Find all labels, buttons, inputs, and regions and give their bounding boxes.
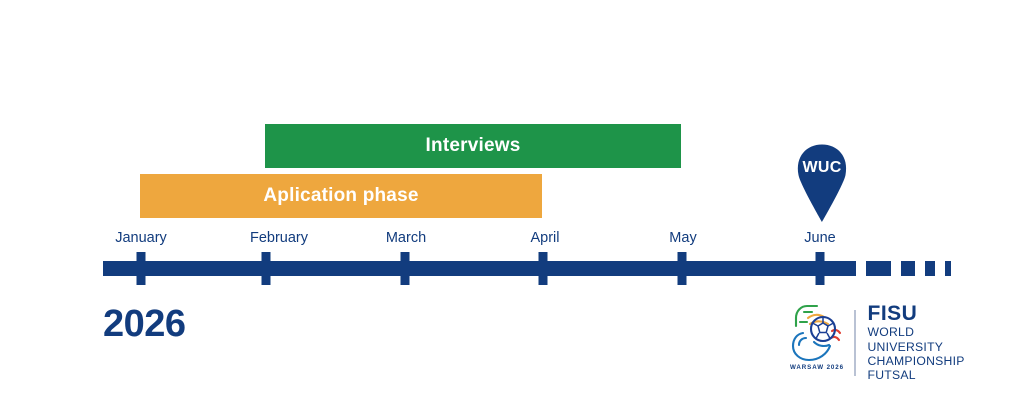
axis-tick-june	[815, 252, 825, 285]
month-label-february: February	[249, 230, 309, 246]
month-label-june: June	[804, 230, 836, 246]
axis-continuation-dash	[901, 261, 915, 276]
axis-tick-february	[261, 252, 271, 285]
fisu-wordmark: FISU	[867, 302, 918, 326]
month-label-april: April	[530, 230, 560, 246]
warsaw-2026-emblem: WARSAW 2026	[786, 302, 848, 384]
logo-divider	[854, 310, 856, 376]
fisu-subline-world: WORLD	[867, 325, 915, 340]
phase-bar-application[interactable]: Aplication phase	[140, 174, 542, 218]
fisu-subline-championship: CHAMPIONSHIP	[867, 354, 965, 369]
fisu-logo-lockup: WARSAW 2026 FISU WORLD UNIVERSITY CHAMPI…	[786, 301, 976, 385]
axis-continuation-dash	[945, 261, 951, 276]
wuc-marker-label: WUC	[802, 159, 842, 176]
fisu-subline-university: UNIVERSITY	[867, 339, 944, 354]
map-pin-icon	[797, 144, 847, 222]
month-label-march: March	[385, 230, 427, 246]
axis-continuation-dash	[866, 261, 891, 276]
wuc-marker-pin[interactable]: WUC	[794, 144, 850, 222]
timeline-axis-line	[103, 261, 856, 276]
emblem-host-city-label: WARSAW 2026	[790, 364, 844, 371]
month-label-january: January	[115, 230, 167, 246]
phase-bar-application-label: Aplication phase	[263, 185, 419, 206]
axis-tick-january	[136, 252, 146, 285]
year-label: 2026	[103, 303, 186, 345]
phase-bar-interviews[interactable]: Interviews	[265, 124, 681, 168]
warsaw-mermaid-futsal-icon	[791, 304, 842, 362]
axis-tick-april	[538, 252, 548, 285]
phase-bar-interviews-label: Interviews	[425, 135, 521, 156]
fisu-subline-futsal: FUTSAL	[867, 368, 916, 383]
fisu-logo-text: FISU WORLD UNIVERSITY CHAMPIONSHIP FUTSA…	[868, 303, 965, 382]
month-label-may: May	[669, 230, 697, 246]
axis-tick-march	[400, 252, 410, 285]
axis-continuation-dash	[925, 261, 935, 276]
axis-tick-may	[677, 252, 687, 285]
